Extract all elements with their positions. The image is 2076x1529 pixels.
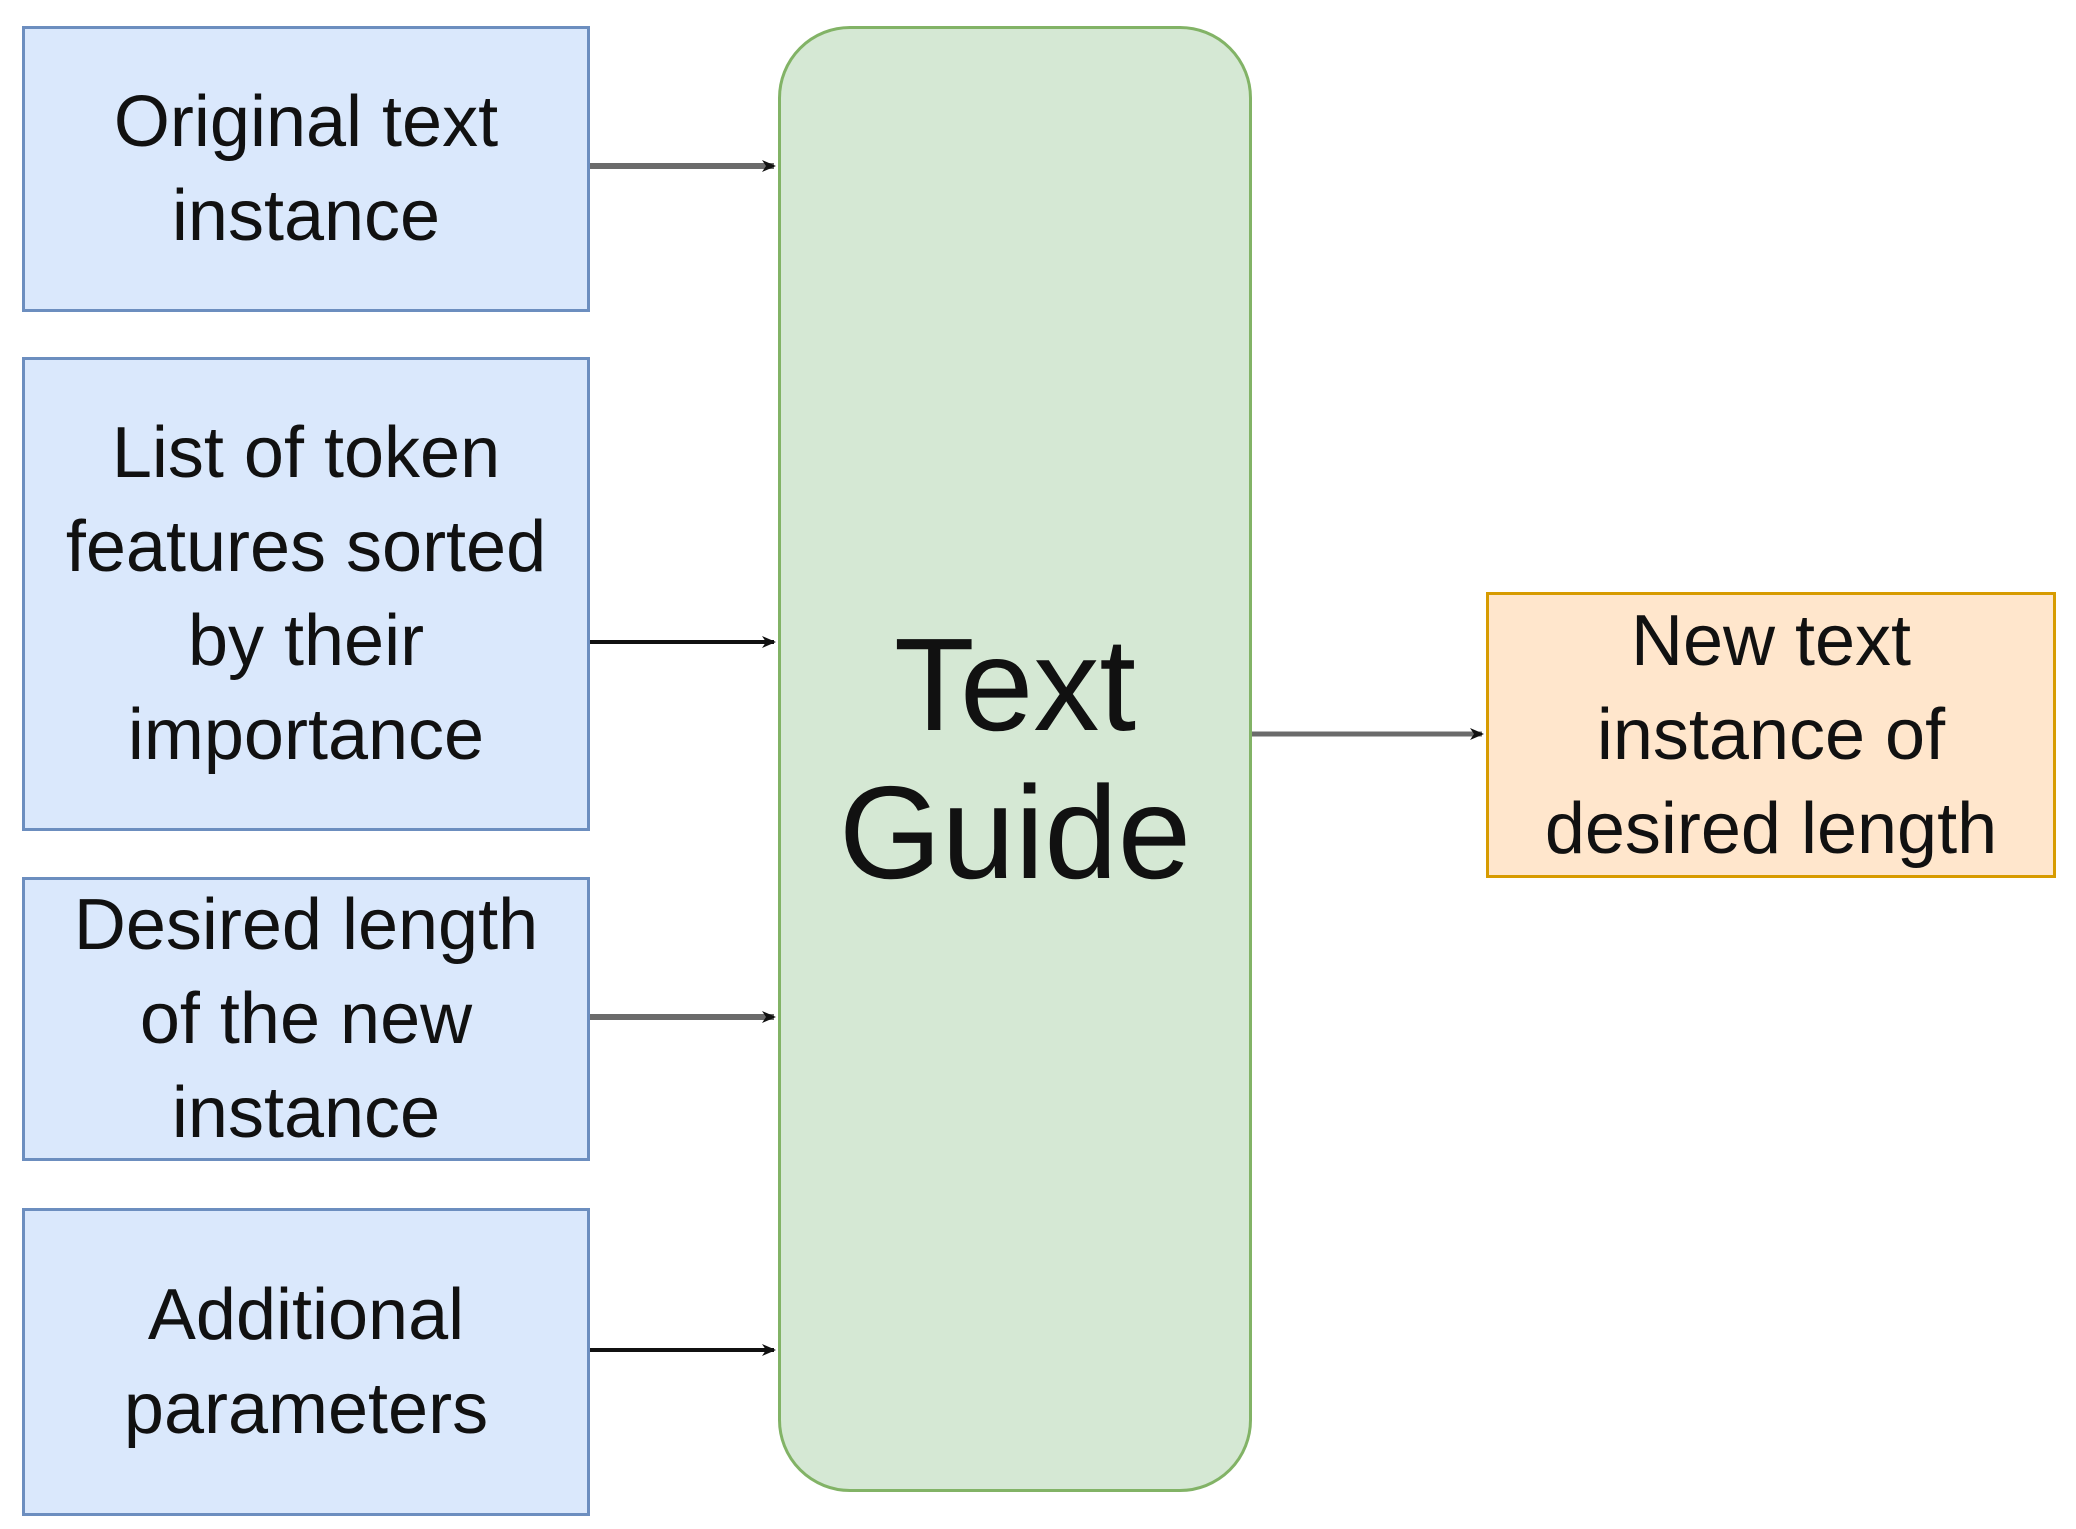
- input-box-additional-parameters: Additional parameters: [22, 1208, 590, 1516]
- box-label-line: desired length: [1544, 789, 1998, 869]
- box-label-line: New text: [1630, 601, 1912, 681]
- box-label-line: Desired length: [73, 885, 539, 965]
- box-label-line: instance: [171, 176, 441, 256]
- box-label-line: List of token: [111, 413, 501, 493]
- center-label-line: Guide: [838, 759, 1192, 906]
- box-label-line: importance: [127, 695, 485, 775]
- box-label-line: parameters: [123, 1369, 489, 1449]
- input-box-token-features: List of token features sorted by their i…: [22, 357, 590, 831]
- box-label-line: of the new: [139, 979, 473, 1059]
- box-label-line: Original text: [113, 82, 499, 162]
- input-box-desired-length: Desired length of the new instance: [22, 877, 590, 1161]
- box-label-line: Additional: [147, 1275, 465, 1355]
- box-label-line: instance of: [1596, 695, 1946, 775]
- center-label-line: Text: [893, 611, 1137, 758]
- input-box-original-text-instance: Original text instance: [22, 26, 590, 312]
- box-label-line: by their: [187, 601, 425, 681]
- box-label-line: instance: [171, 1073, 441, 1153]
- center-box-text-guide: Text Guide: [778, 26, 1252, 1492]
- box-label-line: features sorted: [65, 507, 547, 587]
- output-box-new-text-instance: New text instance of desired length: [1486, 592, 2056, 878]
